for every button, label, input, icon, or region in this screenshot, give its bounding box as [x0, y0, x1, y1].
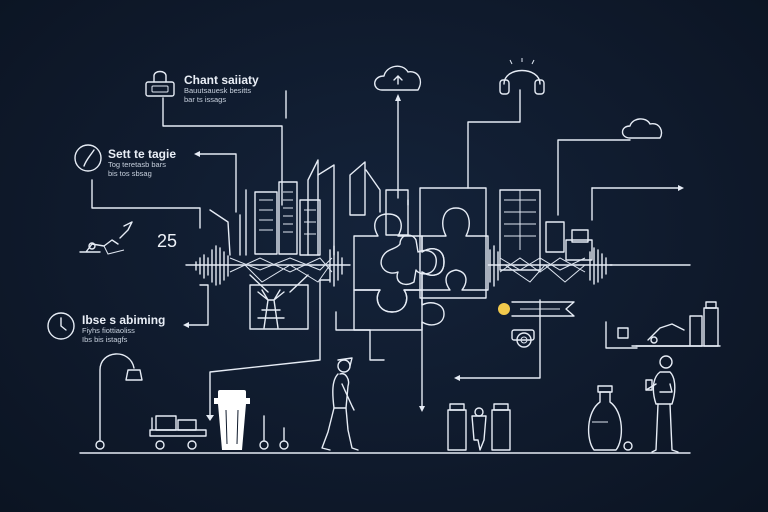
label-line: bis tos sbsag: [108, 168, 152, 178]
headphones-icon: [499, 58, 545, 95]
camera-icon: [511, 329, 535, 348]
arrow-heads: [183, 94, 684, 421]
city-skyline-left: [209, 159, 409, 256]
cart-icon: [149, 415, 207, 450]
label-line: Bauutsauesk besitts: [184, 86, 252, 95]
connector-lines: [91, 89, 691, 416]
clock-icon: [47, 312, 75, 340]
bridge-left: [185, 245, 351, 287]
robot-arm-icon: [79, 221, 133, 255]
bottle-icon: [587, 385, 633, 451]
label-mid-left: Sett te tagie Tog teretasb bars bis tos …: [108, 148, 176, 178]
label-top-left: Chant saiiaty Bauutsauesk besitts bar ts…: [184, 74, 259, 104]
person-figure: [645, 355, 679, 453]
puzzle-piece-bottom-left: [353, 289, 445, 331]
central-building: [419, 187, 487, 299]
label-title: Sett te tagie: [108, 147, 177, 161]
accent-dot: [498, 303, 510, 315]
bridge-right: [487, 245, 613, 287]
label-line: Ibs bis istagfs: [82, 334, 128, 344]
gauge-icon: [74, 144, 102, 172]
pylon-tower: [249, 274, 309, 330]
puzzle-piece-center: [380, 234, 437, 286]
worker-figure: [321, 357, 359, 451]
label-line: Fiyhs fiottiaoliss: [82, 326, 135, 335]
pennant-flag: [511, 301, 575, 317]
label-line: bar ts issags: [184, 94, 227, 104]
tools-icon: [259, 415, 289, 450]
puzzle-pieces: [353, 207, 489, 331]
street-lamp-icon: [95, 353, 143, 450]
cloud-icon: [621, 118, 663, 139]
label-title: Ibse s abiming: [82, 313, 166, 327]
label-title: Chant saiiaty: [184, 73, 259, 87]
label-line: Tog teretasb bars: [108, 160, 166, 169]
cloud-upload-icon: [374, 65, 422, 91]
city-skyline-right: [499, 189, 593, 271]
equipment-right: [617, 301, 721, 347]
containers-icon: [447, 403, 511, 451]
label-low-left: Ibse s abiming Fiyhs fiottiaoliss Ibs bi…: [82, 314, 165, 344]
puzzle-piece-top-right: [421, 207, 489, 291]
value-label: 25: [157, 231, 178, 251]
trash-bin-icon: [214, 390, 250, 450]
padlock-icon: [145, 70, 175, 97]
